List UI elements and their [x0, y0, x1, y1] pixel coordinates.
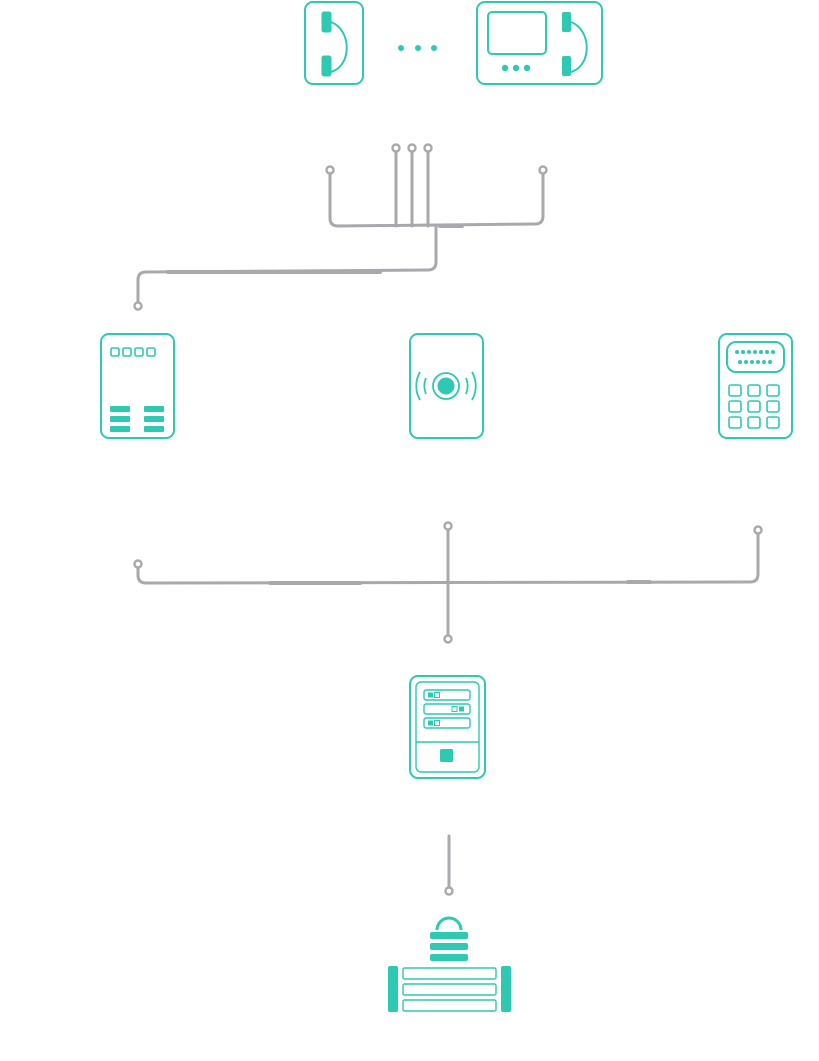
upper-bus-nodes: [133, 143, 548, 311]
upper-bus-connector: [136, 148, 545, 306]
lower-bus-nodes: [133, 521, 763, 644]
video-intercom-icon: [476, 1, 603, 85]
ellipsis-icon: [398, 45, 437, 51]
rfid-reader-icon: [409, 333, 484, 439]
lock-connector-node: [444, 886, 454, 896]
door-lock-icon: [388, 916, 511, 1012]
handset-phone-icon: [304, 1, 364, 85]
server-controller-icon: [409, 675, 486, 779]
control-panel-icon: [100, 333, 175, 439]
keypad-icon: [718, 333, 793, 439]
lower-bus-connector: [136, 526, 760, 638]
